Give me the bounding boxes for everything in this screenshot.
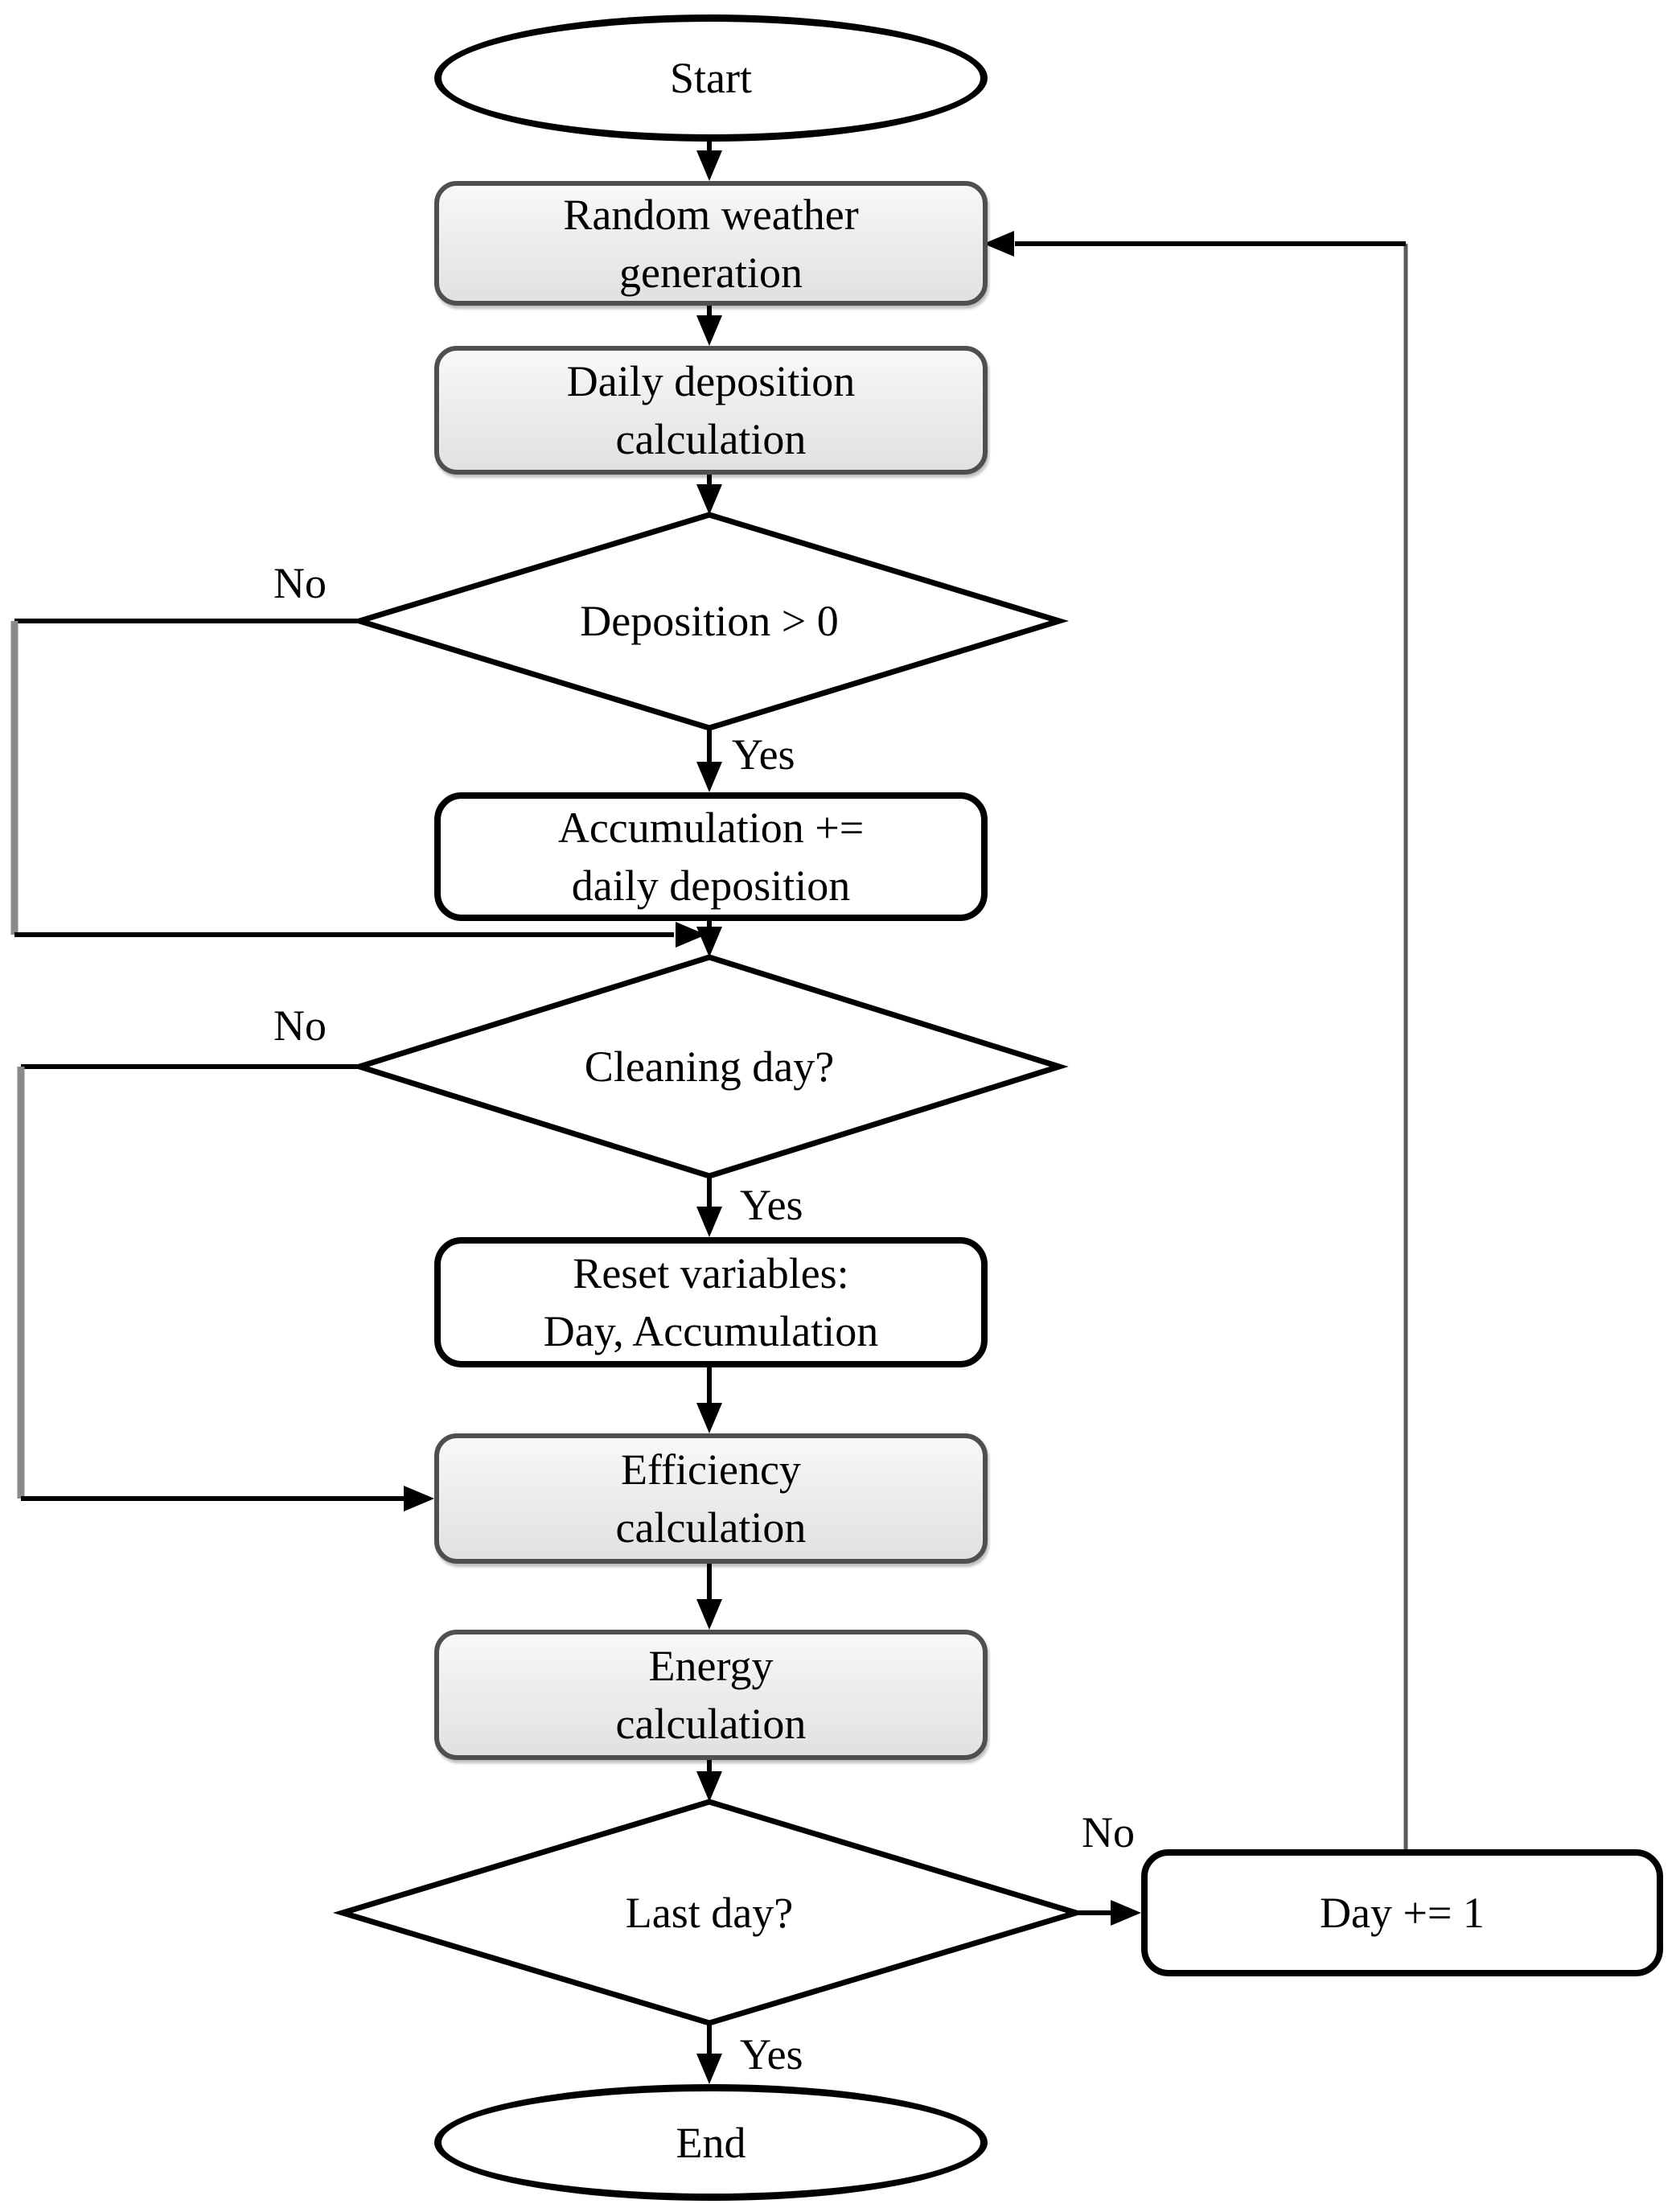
energy-box: Energy calculation — [434, 1630, 988, 1760]
accumulation-label: Accumulation += daily deposition — [557, 804, 865, 910]
cleaning-no-label: No — [273, 1001, 327, 1050]
edge-day-increment-feedback — [984, 231, 1408, 1849]
edge-efficiency-to-energy — [696, 1564, 722, 1630]
daily-deposition-box: Daily deposition calculation — [434, 346, 988, 475]
accumulation-box: Accumulation += daily deposition — [434, 792, 988, 921]
daily-deposition-label: Daily deposition calculation — [566, 357, 856, 463]
efficiency-box: Efficiency calculation — [434, 1433, 988, 1564]
edge-reset-to-efficiency — [696, 1367, 722, 1433]
cleaning-check-label: Cleaning day? — [584, 1042, 835, 1091]
deposition-check-label: Deposition > 0 — [580, 597, 839, 645]
day-increment-box: Day += 1 — [1141, 1849, 1663, 1976]
edge-cleaning-no — [17, 1064, 434, 1511]
deposition-check-diamond — [349, 512, 1070, 731]
edge-deposition-yes — [696, 728, 722, 792]
deposition-yes-label: Yes — [732, 730, 795, 779]
deposition-no-label: No — [273, 559, 327, 607]
random-weather-label: Random weather generation — [563, 190, 859, 297]
cleaning-yes-label: Yes — [740, 1181, 803, 1229]
edge-cleaning-yes — [696, 1176, 722, 1237]
edge-daily-to-deposition-check — [696, 475, 722, 515]
edge-last-day-yes — [696, 2023, 722, 2084]
last-day-yes-label: Yes — [740, 2030, 803, 2079]
edge-energy-to-last-day — [696, 1760, 722, 1802]
end-terminator: End — [434, 2084, 988, 2201]
last-day-check-diamond — [332, 1799, 1086, 2026]
reset-variables-box: Reset variables: Day, Accumulation — [434, 1237, 988, 1367]
start-label: Start — [670, 54, 752, 102]
random-weather-box: Random weather generation — [434, 181, 988, 306]
start-terminator: Start — [434, 14, 988, 142]
edge-random-to-daily — [696, 306, 722, 346]
last-day-no-label: No — [1082, 1808, 1135, 1857]
energy-label: Energy calculation — [615, 1642, 807, 1748]
edge-last-day-no — [1076, 1900, 1141, 1926]
cleaning-check-diamond — [350, 954, 1069, 1179]
day-increment-label: Day += 1 — [1320, 1889, 1485, 1937]
reset-variables-label: Reset variables: Day, Accumulation — [543, 1249, 879, 1355]
edge-accumulation-to-cleaning-check — [696, 921, 722, 957]
last-day-check-label: Last day? — [625, 1889, 794, 1937]
edge-start-to-random — [696, 142, 722, 181]
end-label: End — [676, 2118, 746, 2167]
edge-deposition-no — [10, 619, 706, 948]
efficiency-label: Efficiency calculation — [615, 1445, 807, 1552]
